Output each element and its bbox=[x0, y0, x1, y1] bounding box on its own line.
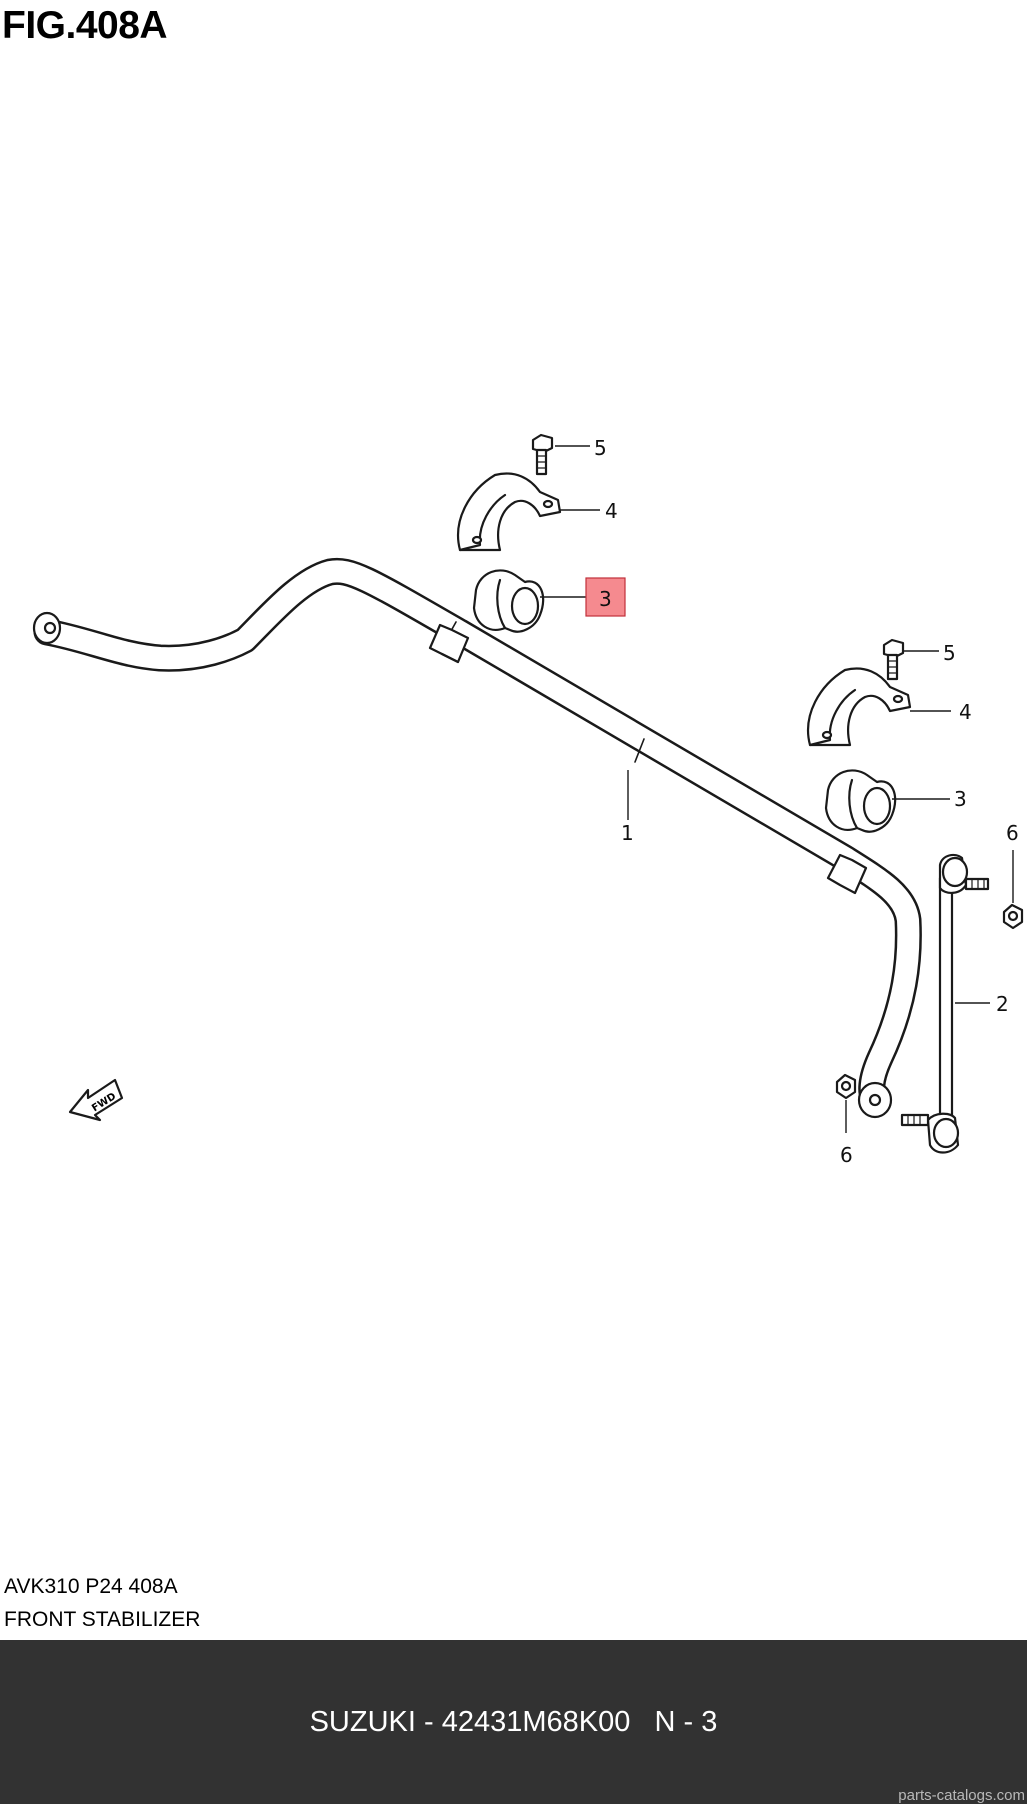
nut-icon[interactable] bbox=[1002, 903, 1024, 930]
bar-bushing-band-left bbox=[428, 623, 470, 664]
callout-highlight-box bbox=[585, 577, 626, 617]
callout-label[interactable]: 4 bbox=[959, 700, 972, 724]
callout-label-highlighted[interactable]: 3 bbox=[599, 587, 612, 611]
figure-title: FIG.408A bbox=[2, 4, 168, 47]
footer-part-number: SUZUKI - 42431M68K00 N - 3 bbox=[309, 1706, 718, 1738]
stabilizer-bar[interactable] bbox=[32, 557, 922, 1119]
nut-icon[interactable] bbox=[835, 1073, 857, 1100]
callout-label[interactable]: 2 bbox=[996, 992, 1009, 1016]
caption-name: FRONT STABILIZER bbox=[4, 1608, 201, 1631]
bracket-icon[interactable] bbox=[457, 472, 562, 552]
bar-bushing-band-right bbox=[826, 853, 868, 895]
callout-label[interactable]: 3 bbox=[954, 787, 967, 811]
callout-label[interactable]: 5 bbox=[594, 436, 607, 460]
forward-arrow-icon bbox=[68, 1078, 124, 1122]
callout-label[interactable]: 1 bbox=[621, 821, 634, 845]
watermark: parts-catalogs.com bbox=[898, 1787, 1025, 1804]
callout-label[interactable]: 5 bbox=[943, 641, 956, 665]
parts-diagram: FWD 5 4 3 5 4 3 1 6 2 6 bbox=[32, 433, 1024, 1167]
bolt-icon[interactable] bbox=[882, 638, 905, 681]
stabilizer-link-icon[interactable] bbox=[900, 853, 990, 1154]
callout-label[interactable]: 6 bbox=[1006, 821, 1019, 845]
bushing-icon[interactable] bbox=[824, 769, 897, 833]
bolt-icon[interactable] bbox=[531, 433, 554, 476]
footer-bar: SUZUKI - 42431M68K00 N - 3 parts-catalog… bbox=[0, 1640, 1027, 1804]
callout-label[interactable]: 6 bbox=[840, 1143, 853, 1167]
leader-lines bbox=[540, 445, 1014, 1133]
caption-code: AVK310 P24 408A bbox=[4, 1575, 178, 1598]
bracket-icon[interactable] bbox=[807, 667, 912, 747]
callout-label[interactable]: 4 bbox=[605, 499, 618, 523]
bushing-icon[interactable] bbox=[472, 569, 545, 633]
